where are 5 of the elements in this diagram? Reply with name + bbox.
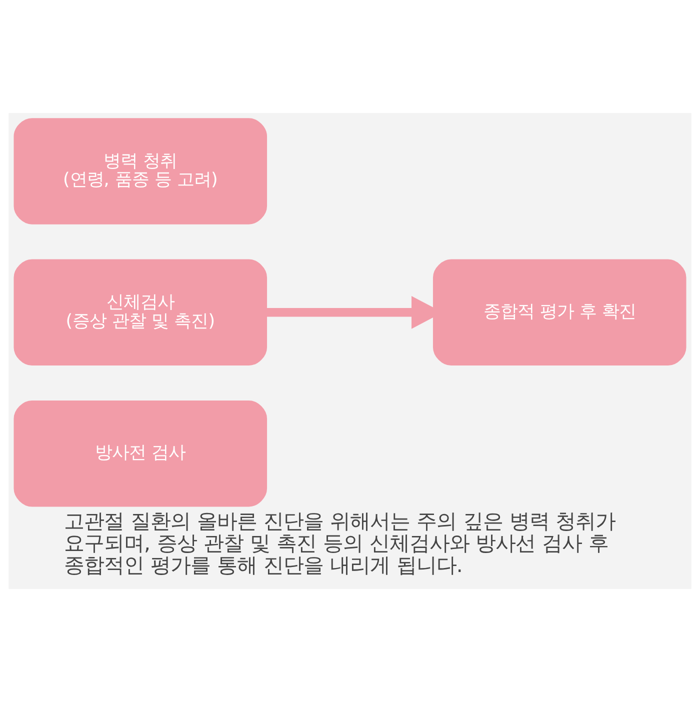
node-box: 신체검사 (증상 관찰 및 촉진) (14, 258, 268, 366)
node-box: 병력 청취 (연령, 품종 등 고려) (14, 118, 268, 224)
node-box: 종합적 평가 후 확진 (432, 258, 686, 366)
node-box: 방사전 검사 (14, 400, 268, 506)
caption: 고관절 질환의 올바른 진단을 위해서는 주의 깊은 병력 청취가 요구되며, 증상 관찰 및 촉진 등의 신체검사와 방사선 검사 후 종합적인 평가를 통해 진단을 내리게 됩니다. (64, 508, 616, 576)
